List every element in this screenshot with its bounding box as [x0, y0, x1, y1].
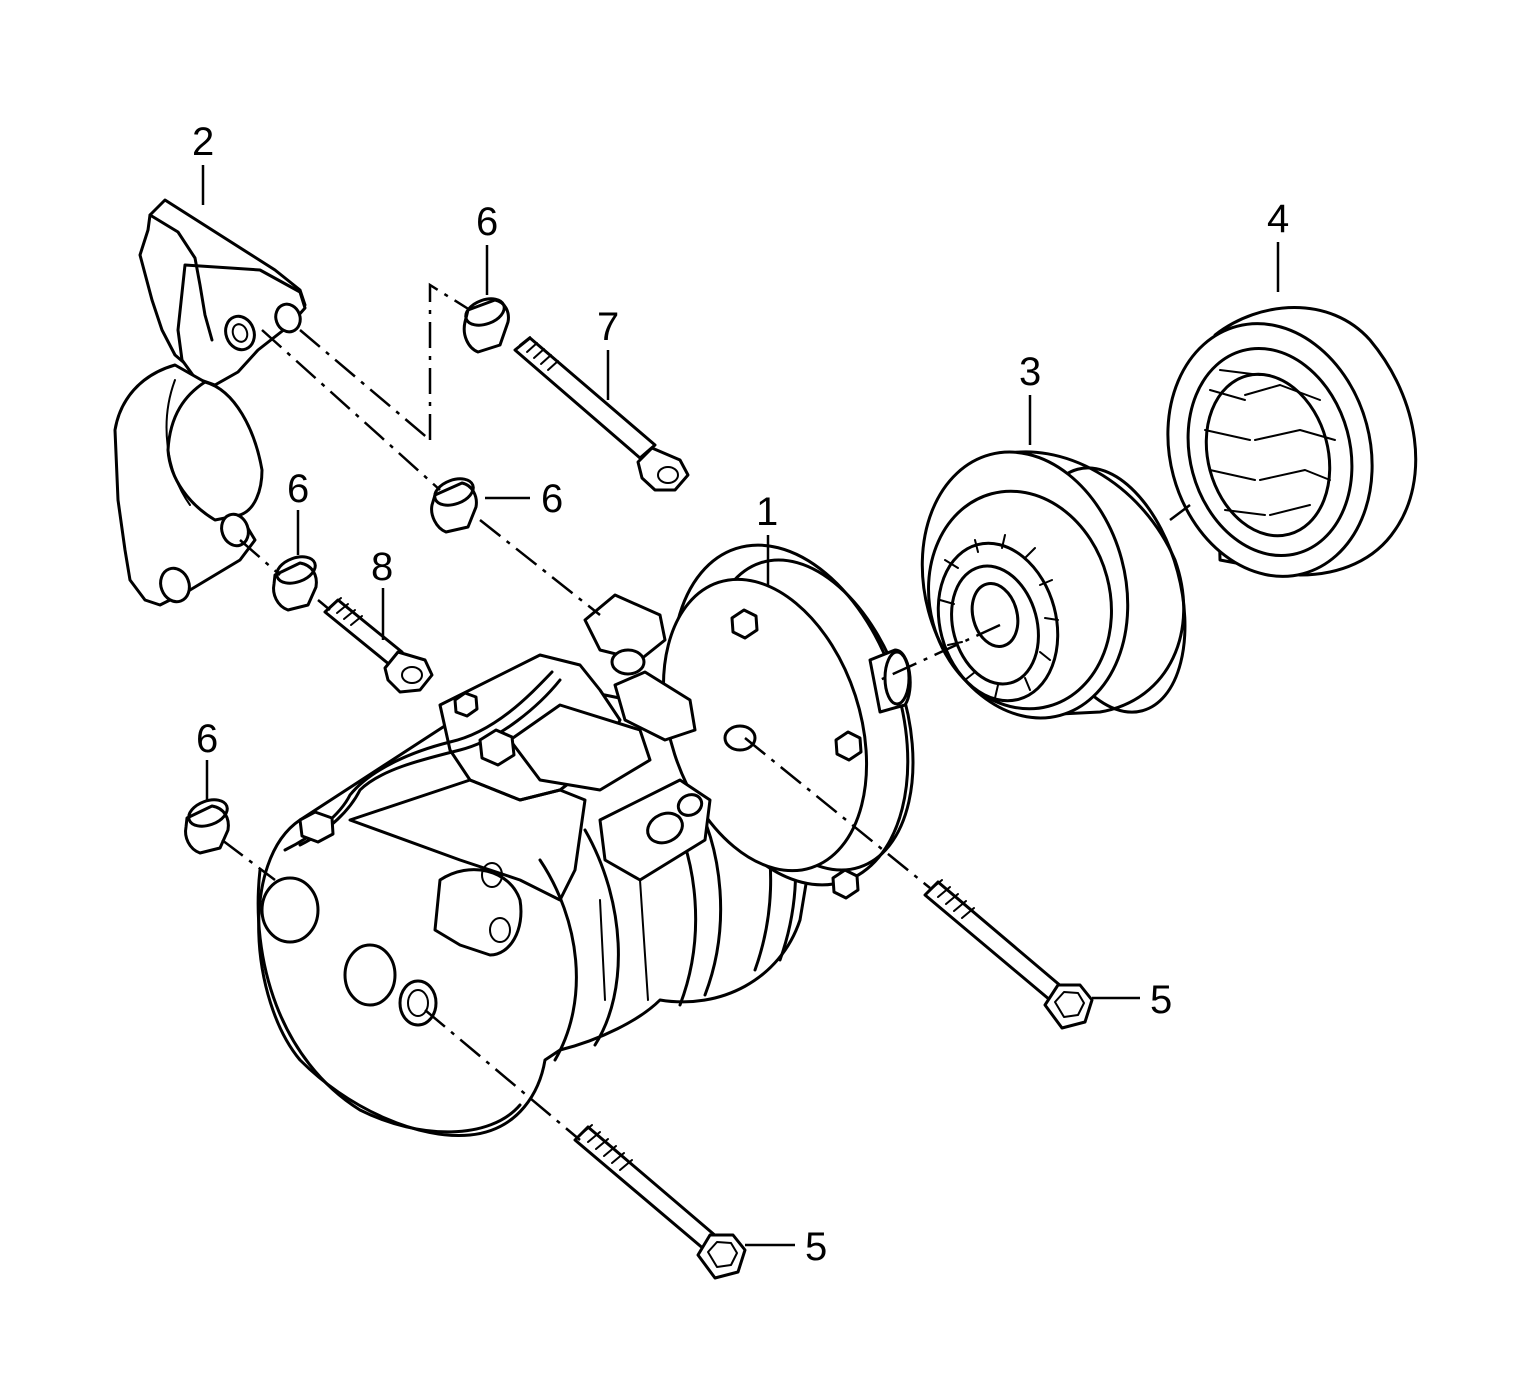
bolt-part-5a — [923, 879, 1094, 1030]
callout-4: 4 — [1267, 197, 1289, 241]
callout-labels: 2 6 7 4 3 1 6 6 8 6 5 5 — [192, 120, 1289, 1269]
bolt-part-7 — [513, 336, 690, 492]
bolt-part-5b — [573, 1124, 747, 1280]
bearing-sleeve-part-4 — [1166, 306, 1418, 578]
bracket-part-2 — [113, 198, 307, 607]
compressor-part-1 — [256, 543, 915, 1138]
alignment-lines — [221, 282, 1191, 1141]
callout-1: 1 — [756, 490, 778, 534]
bushing-6d — [184, 798, 230, 855]
callout-2: 2 — [192, 120, 214, 164]
callout-7: 7 — [597, 305, 619, 349]
bushing-6a — [462, 297, 510, 354]
leader-lines — [201, 165, 1280, 1247]
callout-5-bottom: 5 — [805, 1225, 827, 1269]
callout-6-mid-left: 6 — [287, 467, 309, 511]
bolt-part-8 — [323, 597, 434, 694]
clutch-hub-part-3 — [920, 450, 1187, 720]
callout-5-right: 5 — [1150, 978, 1172, 1022]
callout-6-mid-right: 6 — [541, 477, 563, 521]
bushing-6c — [272, 555, 318, 612]
bushing-6b — [430, 477, 478, 534]
callout-6-bottom: 6 — [196, 717, 218, 761]
callout-8: 8 — [371, 545, 393, 589]
callout-6-top: 6 — [476, 200, 498, 244]
callout-3: 3 — [1019, 350, 1041, 394]
